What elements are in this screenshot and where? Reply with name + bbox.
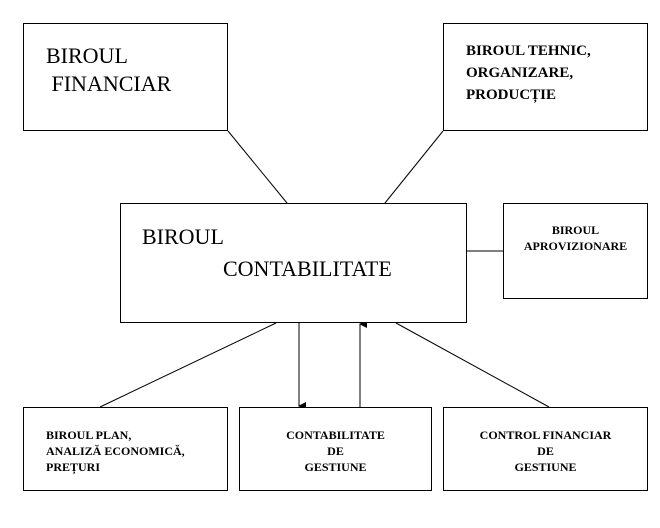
label-line-2: DE — [537, 444, 554, 458]
line-contabilitate-control — [395, 322, 550, 408]
label-line-1: BIROUL PLAN, — [46, 428, 132, 442]
label-line-2: ORGANIZARE, — [466, 65, 574, 81]
label-line-2: APROVIZIONARE — [523, 239, 628, 253]
label-line-2: FINANCIAR — [46, 71, 172, 96]
box-biroul-aprovizionare: BIROUL APROVIZIONARE — [503, 203, 648, 299]
label-line-2: CONTABILITATE — [223, 256, 392, 281]
box-control-financiar: CONTROL FINANCIAR DE GESTIUNE — [443, 407, 648, 491]
label-line-1: BIROUL — [551, 223, 600, 237]
label-line-1: CONTABILITATE — [286, 428, 385, 442]
line-financiar-contabilitate — [227, 130, 288, 204]
label-line-1: BIROUL — [142, 224, 224, 249]
label-line-3: GESTIUNE — [514, 460, 577, 474]
label-line-1: BIROUL TEHNIC, — [466, 43, 591, 59]
box-biroul-tehnic: BIROUL TEHNIC, ORGANIZARE, PRODUCȚIE — [443, 23, 648, 131]
line-contabilitate-plan — [99, 322, 277, 408]
label-line-1: CONTROL FINANCIAR — [479, 428, 612, 442]
box-biroul-plan: BIROUL PLAN, ANALIZĂ ECONOMICĂ, PREȚURI — [23, 407, 228, 491]
label-line-3: GESTIUNE — [304, 460, 367, 474]
box-biroul-contabilitate: BIROUL CONTABILITATE — [120, 203, 467, 323]
label-line-3: PREȚURI — [46, 460, 101, 474]
box-biroul-financiar: BIROUL FINANCIAR — [23, 23, 228, 131]
label-line-2: ANALIZĂ ECONOMICĂ, — [46, 444, 185, 458]
label-line-3: PRODUCȚIE — [466, 87, 557, 103]
box-contabilitate-gestiune: CONTABILITATE DE GESTIUNE — [239, 407, 432, 491]
line-tehnic-contabilitate — [384, 130, 444, 204]
label-line-2: DE — [327, 444, 344, 458]
label-line-1: BIROUL — [46, 43, 128, 68]
